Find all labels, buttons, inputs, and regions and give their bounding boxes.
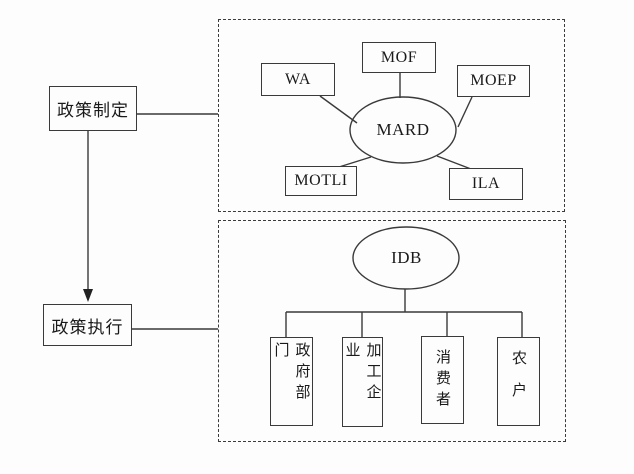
- edge-mard-ila: [436, 155, 472, 170]
- government-departments-box: 政府部门: [270, 337, 313, 426]
- edge-moep-mard: [457, 96, 473, 128]
- processing-enterprises-label: 加工企业: [343, 342, 381, 405]
- idb-ellipse: [352, 226, 460, 290]
- edge-wa-mard: [319, 95, 358, 124]
- wa-box: WA: [261, 63, 335, 96]
- ministries-group-frame: [218, 19, 565, 212]
- ila-label: ILA: [471, 175, 501, 192]
- implementation-group-frame: [218, 220, 566, 442]
- mof-box: MOF: [362, 42, 436, 73]
- farmers-box: 农户: [497, 337, 540, 426]
- mof-label: MOF: [380, 48, 418, 66]
- policy-execution-box: 政策执行: [43, 304, 132, 346]
- motli-box: MOTLI: [285, 166, 357, 196]
- mard-label: MARD: [376, 120, 430, 139]
- wa-label: WA: [285, 70, 311, 88]
- idb-node: IDB: [353, 227, 460, 289]
- motli-label: MOTLI: [294, 172, 348, 189]
- edge-mard-motli: [338, 156, 372, 168]
- mard-node: MARD: [350, 97, 456, 163]
- consumers-box: 消费者: [421, 336, 464, 424]
- consumers-label: 消费者: [434, 348, 450, 412]
- farmers-label: 农户: [510, 349, 526, 414]
- moep-box: MOEP: [457, 65, 530, 97]
- policy-execution-label: 政策执行: [51, 317, 124, 337]
- policy-making-box: 政策制定: [49, 86, 137, 131]
- policy-making-label: 政策制定: [57, 101, 129, 120]
- moep-label: MOEP: [470, 72, 517, 89]
- processing-enterprises-box: 加工企业: [342, 337, 383, 427]
- government-departments-label: 政府部门: [272, 342, 310, 405]
- idb-label: IDB: [391, 248, 422, 267]
- mard-ellipse: [349, 96, 457, 164]
- ila-box: ILA: [449, 168, 523, 200]
- arrowhead-down-icon: [83, 289, 93, 302]
